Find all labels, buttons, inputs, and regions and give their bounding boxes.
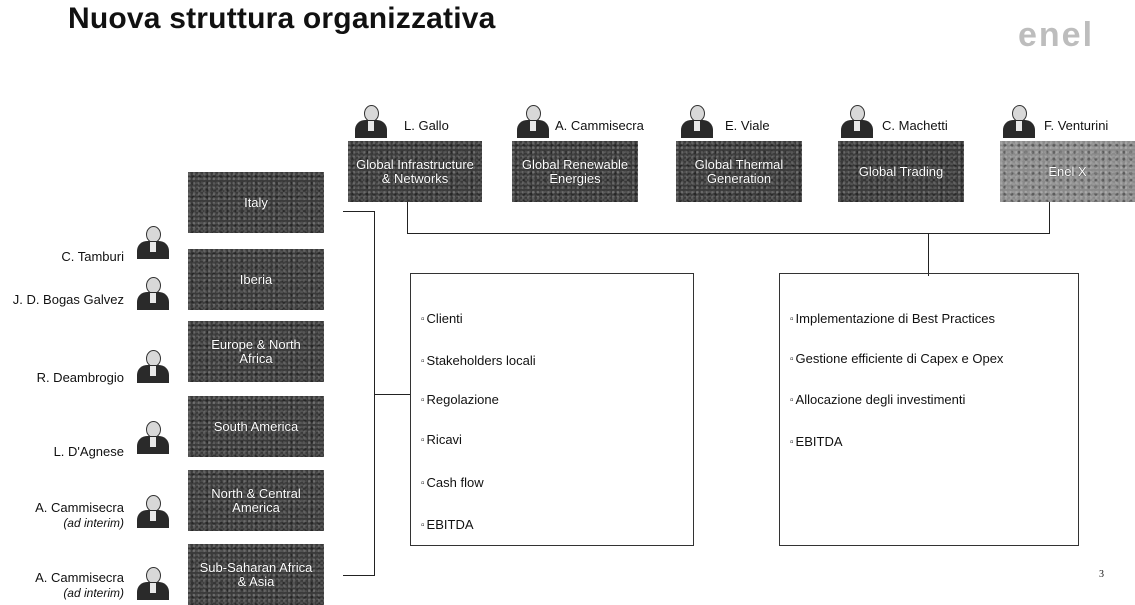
person-photo-icon xyxy=(838,104,876,138)
unit-box-thermal-generation: Global Thermal Generation xyxy=(676,141,802,202)
connector-line xyxy=(343,575,375,576)
unit-box-infrastructure-networks: Global Infrastructure & Networks xyxy=(348,141,482,202)
responsibility-item: Regolazione xyxy=(421,392,499,407)
country-box-sub-saharan-africa-asia: Sub-Saharan Africa & Asia xyxy=(188,544,324,605)
responsibility-item: EBITDA xyxy=(790,434,843,449)
unit-box-global-trading: Global Trading xyxy=(838,141,964,202)
connector-line xyxy=(343,211,375,212)
country-box-south-america: South America xyxy=(188,396,324,457)
manager-name: A. Cammisecra xyxy=(555,118,644,133)
responsibility-item: Ricavi xyxy=(421,432,462,447)
unit-box-renewable-energies: Global Renewable Energies xyxy=(512,141,638,202)
manager-name: R. Deambrogio xyxy=(36,370,124,385)
manager-name: E. Viale xyxy=(725,118,770,133)
global-responsibilities-panel: Implementazione di Best Practices Gestio… xyxy=(779,273,1079,546)
responsibility-item: Gestione efficiente di Capex e Opex xyxy=(790,351,1004,366)
responsibility-item: Cash flow xyxy=(421,475,484,490)
connector-line xyxy=(374,211,375,576)
manager-name: A. Cammisecra xyxy=(35,500,124,515)
responsibility-item: EBITDA xyxy=(421,517,474,532)
country-box-iberia: Iberia xyxy=(188,249,324,310)
interim-note: (ad interim) xyxy=(63,586,124,600)
person-photo-icon xyxy=(1000,104,1038,138)
countries-responsibilities-panel: Clienti Stakeholders locali Regolazione … xyxy=(410,273,694,546)
interim-note: (ad interim) xyxy=(63,516,124,530)
page-title: Nuova struttura organizzativa xyxy=(68,2,496,35)
person-photo-icon xyxy=(134,276,172,310)
responsibility-item: Clienti xyxy=(421,311,463,326)
page-number: 3 xyxy=(1099,569,1104,580)
manager-name: L. Gallo xyxy=(404,118,449,133)
manager-name: C. Machetti xyxy=(882,118,948,133)
country-box-italy: Italy xyxy=(188,172,324,233)
connector-line xyxy=(374,394,411,395)
responsibility-item: Allocazione degli investimenti xyxy=(790,392,966,407)
responsibility-item: Implementazione di Best Practices xyxy=(790,311,995,326)
person-photo-icon xyxy=(134,420,172,454)
manager-name: J. D. Bogas Galvez xyxy=(12,292,124,307)
manager-name: C. Tamburi xyxy=(61,249,124,264)
company-logo: enel xyxy=(1018,16,1095,54)
connector-line xyxy=(407,202,408,234)
manager-name: F. Venturini xyxy=(1044,118,1109,133)
person-photo-icon xyxy=(134,566,172,600)
connector-line xyxy=(407,233,1050,234)
person-photo-icon xyxy=(134,225,172,259)
unit-box-enel-x: Enel X xyxy=(1000,141,1135,202)
country-box-europe-north-africa: Europe & North Africa xyxy=(188,321,324,382)
manager-name: A. Cammisecra xyxy=(35,570,124,585)
connector-line xyxy=(928,233,929,276)
person-photo-icon xyxy=(352,104,390,138)
connector-line xyxy=(1049,202,1050,234)
person-photo-icon xyxy=(678,104,716,138)
country-box-north-central-america: North & Central America xyxy=(188,470,324,531)
manager-name: L. D'Agnese xyxy=(53,444,124,459)
person-photo-icon xyxy=(514,104,552,138)
person-photo-icon xyxy=(134,494,172,528)
person-photo-icon xyxy=(134,349,172,383)
responsibility-item: Stakeholders locali xyxy=(421,353,536,368)
